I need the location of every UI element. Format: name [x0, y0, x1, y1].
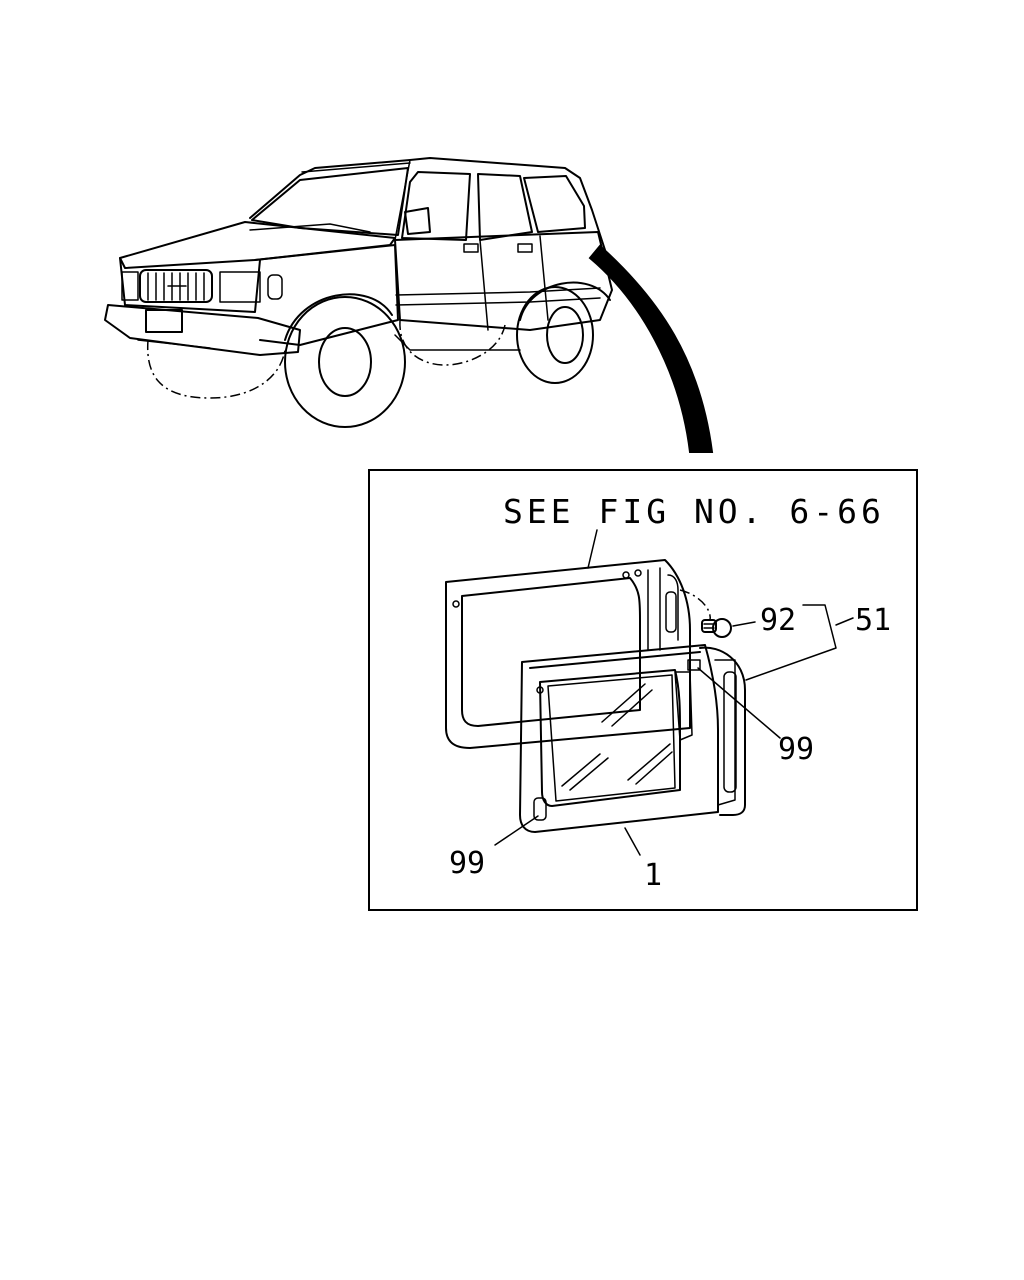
callout-92: 92 — [760, 603, 796, 638]
clip-part-92 — [679, 589, 732, 638]
vehicle-illustration — [104, 157, 714, 453]
leader-lines — [494, 604, 854, 856]
callout-51: 51 — [855, 603, 891, 638]
detail-frame — [368, 469, 918, 911]
see-figure-reference: SEE FIG NO. 6-66 — [503, 492, 885, 531]
callout-99-left: 99 — [449, 846, 485, 881]
window-seal-frame — [445, 559, 691, 749]
window-glass-assembly — [519, 644, 746, 833]
callout-1: 1 — [644, 858, 662, 893]
callout-99-right: 99 — [778, 732, 814, 767]
